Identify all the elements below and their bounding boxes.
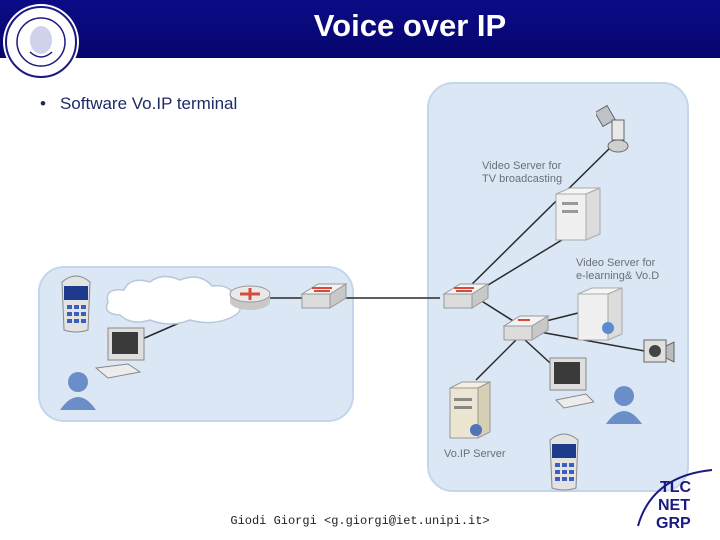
- label-line: Video Server for: [576, 257, 656, 269]
- switch-icon: [502, 315, 550, 341]
- ip-phone-icon: [549, 433, 579, 491]
- voip-server-icon: [449, 381, 491, 439]
- video-camera-icon: [643, 339, 675, 363]
- footer-author: Giodi Giorgi <g.giorgi@iet.unipi.it>: [230, 514, 490, 528]
- slide-header: [0, 0, 720, 58]
- satellite-icon: [596, 104, 629, 153]
- ip-phone-icon: [61, 275, 91, 333]
- switch-icon: [442, 283, 490, 309]
- internet-cloud-icon: [105, 275, 241, 325]
- video-server-icon: [555, 187, 601, 241]
- video-tv-server-label: Video Server for TV broadcasting: [482, 160, 562, 186]
- bullet-text: Software Vo.IP terminal: [59, 94, 238, 113]
- desktop-computer-icon: [549, 357, 594, 409]
- user-icon: [606, 386, 642, 424]
- label-line: Video Server for: [482, 160, 562, 172]
- svg-text:GRP: GRP: [656, 515, 691, 532]
- bullet-item: •Software Vo.IP terminal: [40, 94, 238, 113]
- slide-title: Voice over IP: [313, 8, 507, 43]
- voip-server-label: Vo.IP Server: [444, 448, 506, 460]
- svg-text:NET: NET: [658, 497, 690, 514]
- svg-text:TLC: TLC: [660, 479, 692, 496]
- switch-icon: [300, 283, 348, 309]
- router-icon: [229, 285, 271, 310]
- user-icon: [60, 372, 96, 410]
- video-elearning-server-label: Video Server for e-learning& Vo.D: [576, 257, 659, 283]
- university-seal-icon: [3, 4, 79, 80]
- label-line: TV broadcasting: [482, 173, 563, 185]
- desktop-computer-icon: [94, 327, 145, 379]
- video-server-icon: [577, 287, 623, 341]
- label-line: e-learning& Vo.D: [576, 270, 660, 282]
- tlc-net-grp-logo-icon: TLC NET GRP: [637, 469, 713, 532]
